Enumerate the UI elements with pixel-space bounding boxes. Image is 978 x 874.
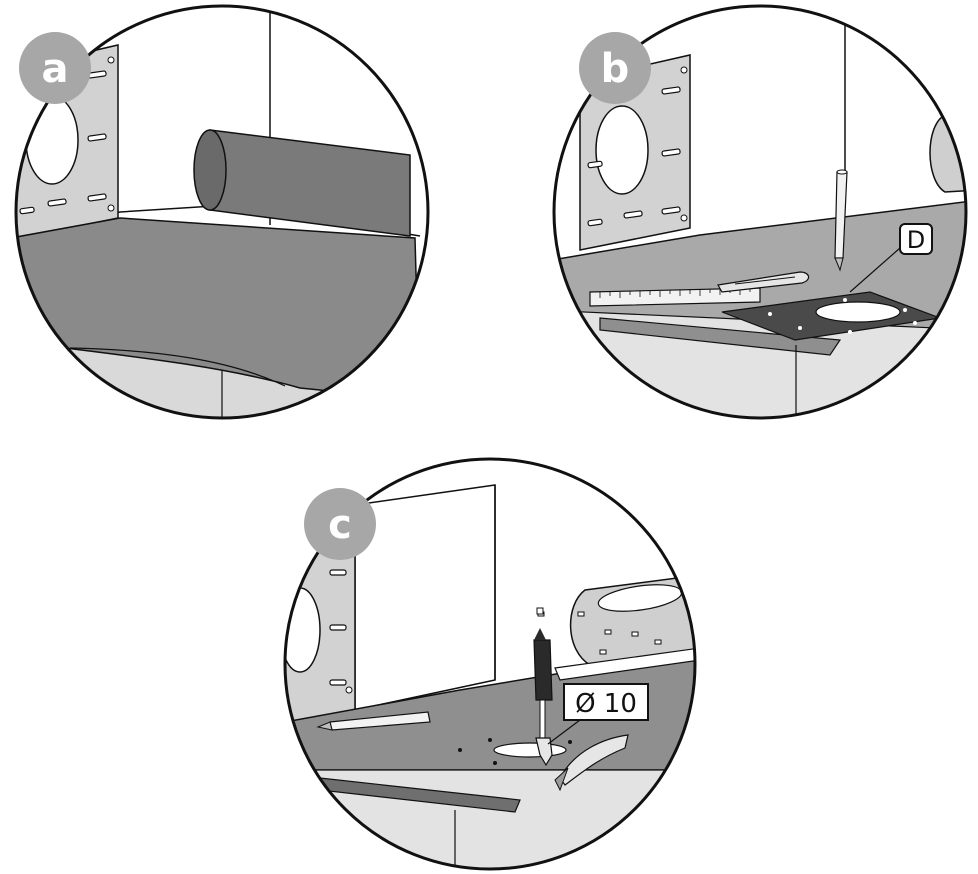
callout-d: D	[900, 224, 932, 254]
callout-d-label: D	[907, 226, 925, 254]
panel-a: a	[0, 0, 460, 430]
panel-c: Ø 10 c	[280, 450, 700, 874]
callout-diameter: Ø 10	[564, 684, 648, 720]
step-c-label: c	[328, 502, 352, 548]
panel-b: D b	[540, 0, 978, 430]
callout-diameter-label: Ø 10	[575, 689, 637, 719]
step-b-label: b	[601, 46, 630, 92]
wall-plate	[280, 545, 355, 725]
step-a-label: a	[42, 46, 69, 92]
